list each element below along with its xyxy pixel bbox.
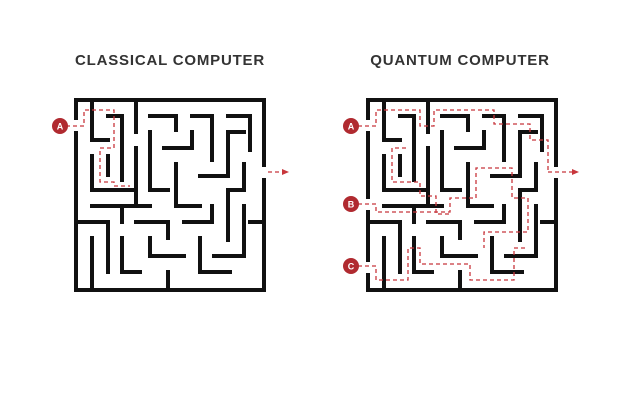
quantum-path-c	[358, 247, 528, 281]
quantum-path-a-branch	[391, 147, 450, 215]
classical-solution-path	[66, 109, 130, 187]
quantum-entry-a-badge: A	[343, 118, 359, 134]
entry-label-a: A	[57, 122, 64, 132]
classical-entry-a-badge: A	[52, 118, 68, 134]
circle-badge-icon	[343, 118, 359, 134]
entry-label-a: A	[348, 122, 355, 132]
classical-maze	[74, 98, 266, 292]
entry-label-b: B	[348, 200, 355, 210]
entry-label-c: C	[348, 262, 355, 272]
circle-badge-icon	[343, 196, 359, 212]
maze-outer-wall	[366, 98, 558, 292]
quantum-entry-c-badge: C	[343, 258, 359, 274]
maze-inner-walls	[74, 98, 266, 292]
circle-badge-icon	[52, 118, 68, 134]
classical-exit-arrow-icon	[268, 169, 289, 175]
maze-inner-walls	[366, 98, 558, 292]
quantum-maze	[366, 98, 558, 292]
classical-computer-title: CLASSICAL COMPUTER	[75, 52, 265, 69]
quantum-path-b	[358, 167, 529, 248]
circle-badge-icon	[343, 258, 359, 274]
quantum-computer-title: QUANTUM COMPUTER	[370, 52, 550, 69]
quantum-solution-paths	[358, 109, 549, 281]
quantum-entry-b-badge: B	[343, 196, 359, 212]
quantum-exit-arrow-icon	[548, 169, 579, 175]
maze-outer-wall	[74, 98, 266, 292]
